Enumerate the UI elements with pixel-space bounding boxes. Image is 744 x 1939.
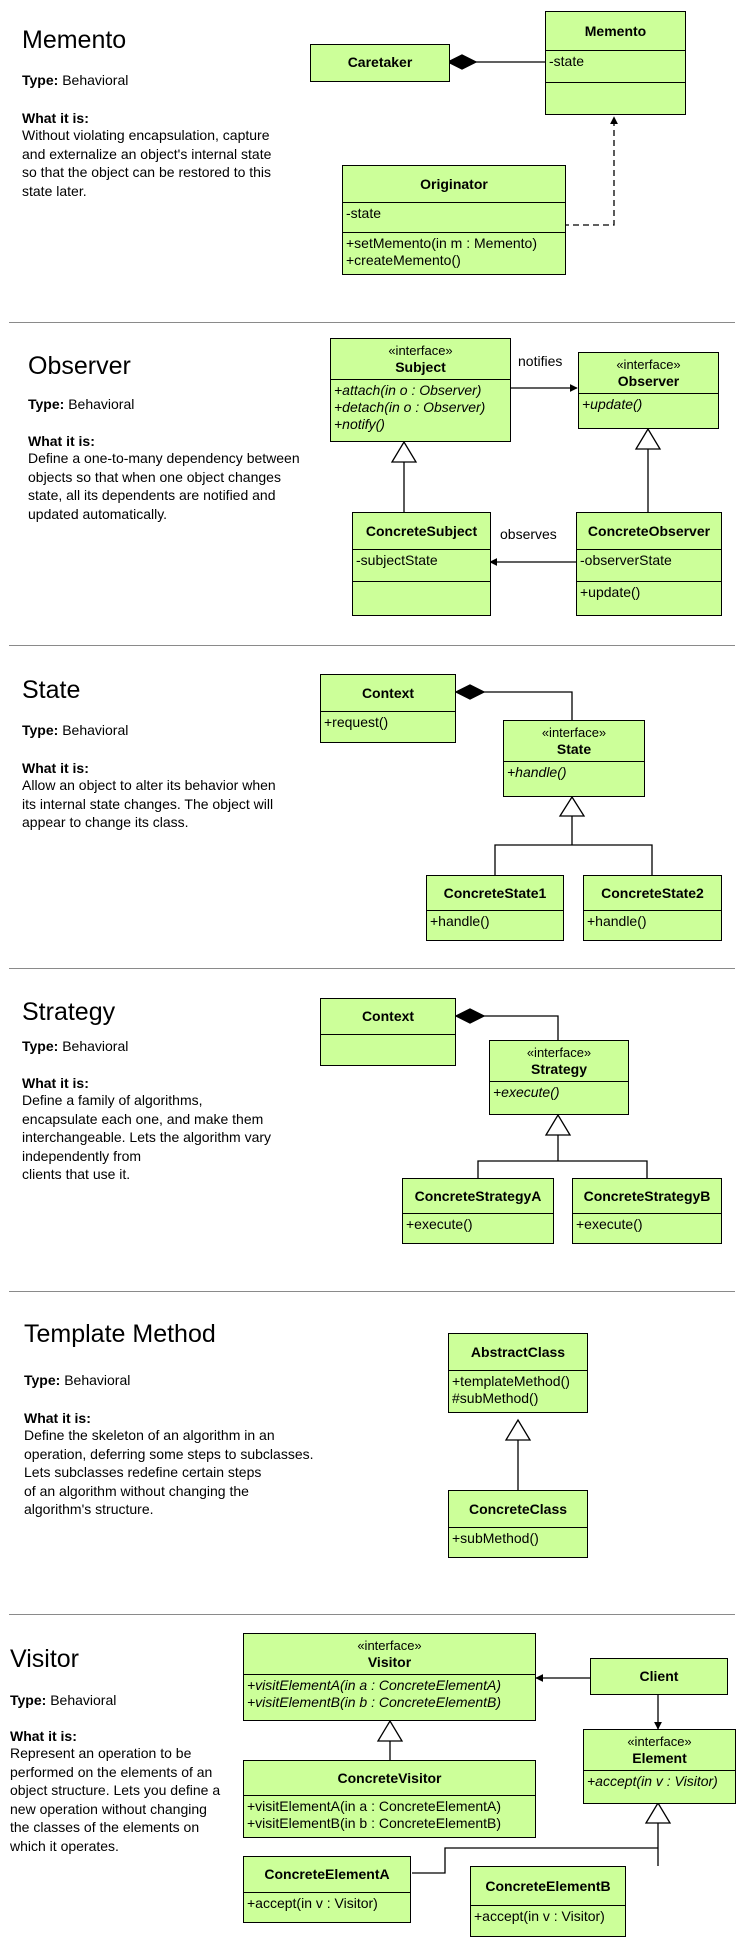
uml-class-subject: «interface» Subject +attach(in o : Obser… (330, 338, 511, 442)
type-label: Type: (22, 72, 59, 88)
type-label: Type: (10, 1692, 47, 1708)
pattern-description: Define a one-to-many dependency between … (28, 450, 300, 522)
what-it-is-label: What it is: (22, 760, 89, 776)
pattern-title: Strategy (22, 998, 116, 1026)
pattern-type: Type: Behavioral (24, 1372, 130, 1388)
composition-diamond (454, 684, 486, 700)
uml-class-concrete-observer: ConcreteObserver -observerState +update(… (576, 512, 722, 616)
type-label: Type: (22, 722, 59, 738)
uml-class-state: «interface» State +handle() (503, 720, 645, 797)
section-divider (9, 968, 735, 969)
dependency-originator-memento (563, 116, 618, 226)
generalization-triangle (376, 1719, 404, 1742)
pattern-title: Observer (28, 352, 131, 380)
generalization-triangle (544, 1113, 572, 1136)
type-value: Behavioral (50, 1692, 117, 1708)
pattern-title: Template Method (24, 1320, 216, 1348)
uml-class-concrete-strategy-b: ConcreteStrategyB +execute() (572, 1178, 722, 1244)
composition-diamond (446, 54, 478, 70)
uml-class-concrete-class: ConcreteClass +subMethod() (448, 1490, 588, 1558)
uml-class-client: Client (590, 1658, 728, 1695)
uml-class-originator: Originator -state +setMemento(in m : Mem… (342, 165, 566, 275)
observes-label: observes (500, 526, 557, 542)
generalization-concretestrategies-strategy (477, 1135, 648, 1178)
what-it-is-label: What it is: (28, 433, 95, 449)
section-divider (9, 322, 735, 323)
type-value: Behavioral (62, 72, 129, 88)
type-value: Behavioral (64, 1372, 131, 1388)
type-value: Behavioral (68, 396, 135, 412)
uml-class-caretaker: Caretaker (310, 44, 450, 82)
section-divider (9, 1291, 735, 1292)
uml-class-visitor: «interface» Visitor +visitElementA(in a … (243, 1633, 536, 1721)
pattern-description: Define a family of algorithms, encapsula… (22, 1092, 272, 1182)
what-it-is-label: What it is: (22, 110, 89, 126)
type-value: Behavioral (62, 1038, 129, 1054)
generalization-concretestates-state (494, 816, 653, 875)
pattern-type: Type: Behavioral (10, 1692, 116, 1708)
section-divider (9, 645, 735, 646)
pattern-type: Type: Behavioral (22, 72, 128, 88)
uml-class-concrete-visitor: ConcreteVisitor +visitElementA(in a : Co… (243, 1760, 536, 1838)
uml-class-observer: «interface» Observer +update() (578, 352, 719, 429)
section-divider (9, 1614, 735, 1615)
pattern-title: State (22, 676, 81, 704)
generalization-triangle (558, 795, 586, 817)
pattern-type: Type: Behavioral (28, 396, 134, 412)
uml-class-concrete-subject: ConcreteSubject -subjectState (352, 512, 491, 616)
notifies-label: notifies (518, 353, 563, 369)
uml-class-context: Context (320, 998, 456, 1066)
pattern-description: Define the skeleton of an algorithm in a… (24, 1427, 314, 1517)
generalization-triangle (644, 1801, 672, 1824)
type-label: Type: (22, 1038, 59, 1054)
uml-class-abstract-class: AbstractClass +templateMethod() #subMeth… (448, 1333, 588, 1413)
uml-class-concrete-strategy-a: ConcreteStrategyA +execute() (402, 1178, 554, 1244)
uml-class-element: «interface» Element +accept(in v : Visit… (583, 1729, 736, 1804)
pattern-description: Without violating encapsulation, capture… (22, 127, 272, 199)
generalization-triangle (504, 1418, 532, 1441)
pattern-type: Type: Behavioral (22, 722, 128, 738)
what-it-is-label: What it is: (10, 1728, 77, 1744)
what-it-is-label: What it is: (24, 1410, 91, 1426)
generalization-triangle (390, 440, 418, 463)
generalization-triangle (634, 427, 662, 450)
uml-class-context: Context +request() (320, 674, 456, 743)
type-label: Type: (24, 1372, 61, 1388)
uml-class-memento: Memento -state (545, 11, 686, 115)
pattern-type: Type: Behavioral (22, 1038, 128, 1054)
type-value: Behavioral (62, 722, 129, 738)
composition-context-strategy (456, 1015, 559, 1040)
composition-diamond (454, 1008, 486, 1024)
what-it-is-label: What it is: (22, 1075, 89, 1091)
composition-context-state (456, 691, 573, 720)
pattern-title: Memento (22, 26, 127, 54)
type-label: Type: (28, 396, 65, 412)
pattern-description: Allow an object to alter its behavior wh… (22, 777, 276, 830)
uml-class-concrete-state1: ConcreteState1 +handle() (426, 875, 564, 941)
uml-class-strategy: «interface» Strategy +execute() (489, 1040, 629, 1115)
pattern-description: Represent an operation to be performed o… (10, 1745, 221, 1854)
uml-class-concrete-element-a: ConcreteElementA +accept(in v : Visitor) (243, 1856, 411, 1923)
uml-class-concrete-element-b: ConcreteElementB +accept(in v : Visitor) (470, 1866, 626, 1937)
uml-class-concrete-state2: ConcreteState2 +handle() (583, 875, 722, 941)
pattern-title: Visitor (10, 1645, 80, 1673)
